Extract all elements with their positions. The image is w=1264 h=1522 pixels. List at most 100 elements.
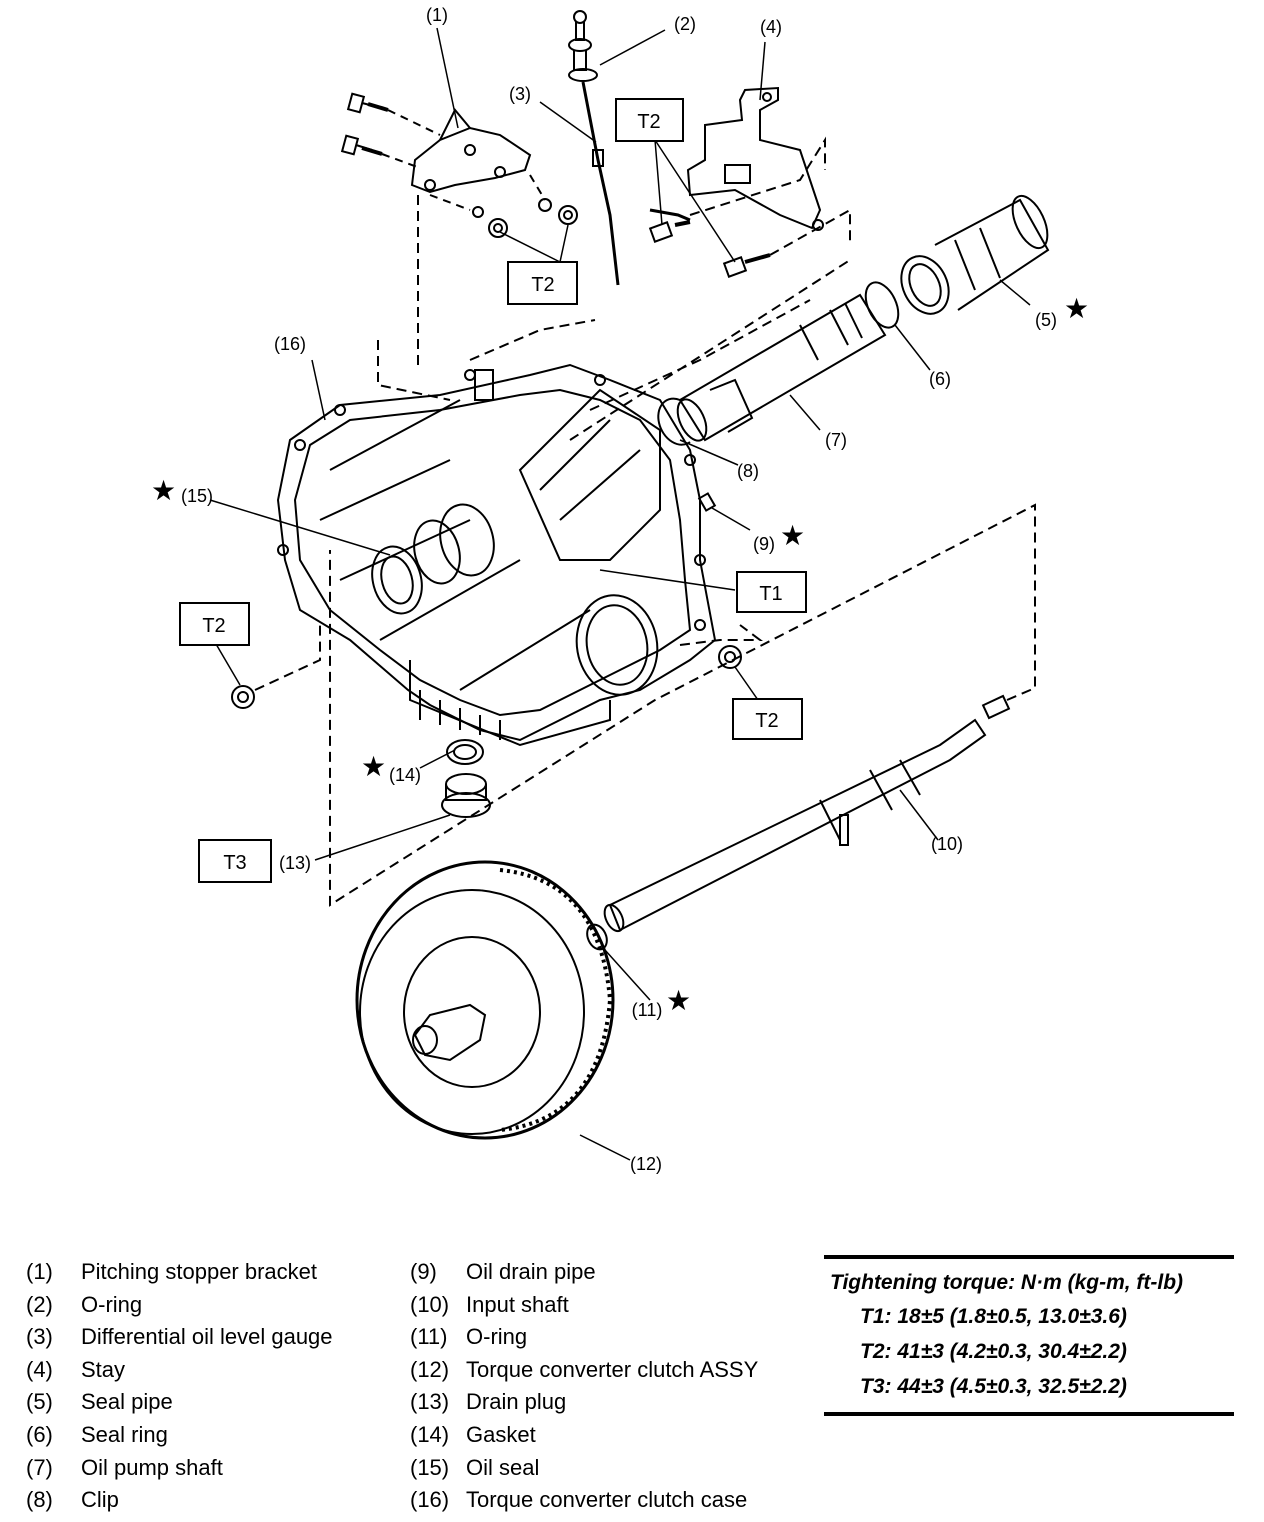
callout-1: (1) — [426, 5, 448, 25]
legend-item-number: (1) — [26, 1259, 53, 1284]
callout-2: (2) — [674, 14, 696, 34]
legend-item: (8) Clip — [26, 1484, 333, 1517]
star-markers: ★ ★ ★ ★ ★ — [151, 292, 1089, 1017]
legend-item-number: (16) — [410, 1487, 450, 1513]
legend-item-number: (3) — [26, 1324, 53, 1350]
divider — [824, 1412, 1234, 1416]
legend-item: (16) Torque converter clutch case — [410, 1484, 758, 1517]
parts-legend-left: (1) Pitching stopper bracket (2) O-ring (3) D… — [26, 1256, 333, 1517]
legend-item-number: (6) — [26, 1421, 53, 1447]
legend-item: (3) Differential oil level gauge — [26, 1321, 333, 1354]
nut-t2-left — [231, 620, 321, 709]
legend-item-number: (13) — [410, 1389, 450, 1415]
callout-14: (14) — [389, 765, 421, 785]
legend-item-number: (9) — [410, 1259, 437, 1284]
seal-pipe — [900, 194, 1050, 315]
callout-3: (3) — [509, 84, 531, 104]
svg-text:T3: T3 — [223, 852, 246, 874]
legend-item-name: Drain plug — [466, 1389, 567, 1415]
star-icon: ★ — [361, 750, 386, 783]
legend-item-name: Oil drain pipe — [466, 1259, 596, 1284]
callout-labels: (1) (2) (3) (4) (5) (6) (7) (8) (9) (10)… — [181, 5, 1057, 1174]
legend-item-name: Clip — [81, 1487, 119, 1513]
callout-10: (10) — [931, 834, 963, 854]
legend-item: (6) Seal ring — [26, 1419, 333, 1452]
legend-item: (15) Oil seal — [410, 1452, 758, 1485]
oil-level-gauge — [568, 10, 620, 286]
tightening-torque-table: Tightening torque: N·m (kg-m, ft-lb) T1:… — [824, 1255, 1234, 1416]
nut-t2-right — [679, 624, 763, 669]
legend-item-number: (4) — [26, 1356, 53, 1382]
torque-spec-t2: T2: 41±3 (4.2±0.3, 30.4±2.2) — [860, 1340, 1127, 1363]
legend-item: (12) Torque converter clutch ASSY — [410, 1354, 758, 1387]
legend-item-name: Torque converter clutch case — [466, 1487, 748, 1513]
torque-box-t2-right: T2 — [732, 698, 803, 740]
callout-13: (13) — [279, 853, 311, 873]
svg-text:T1: T1 — [759, 583, 782, 605]
oil-seal — [371, 503, 659, 696]
callout-9: (9) — [753, 534, 775, 554]
star-icon: ★ — [780, 519, 805, 552]
oil-pump-shaft — [676, 293, 887, 442]
svg-text:T2: T2 — [755, 710, 778, 732]
legend-item-number: (7) — [26, 1454, 53, 1480]
callout-16: (16) — [274, 334, 306, 354]
stay — [648, 86, 851, 278]
legend-item-name: Gasket — [466, 1421, 536, 1447]
legend-item-name: O-ring — [81, 1291, 143, 1317]
o-ring-11 — [586, 923, 608, 951]
svg-text:T2: T2 — [637, 111, 660, 133]
callout-15: (15) — [181, 486, 213, 506]
callout-8: (8) — [737, 461, 759, 481]
drain-plug — [441, 773, 491, 818]
parts-legend-right: (9) Oil drain pipe (10) Input shaft (11)O-ri… — [410, 1256, 758, 1517]
legend-item: (4) Stay — [26, 1354, 333, 1387]
legend-item-number: (8) — [26, 1487, 53, 1513]
torque-title: Tightening torque: N·m (kg-m, ft-lb) — [830, 1271, 1184, 1294]
clip — [657, 397, 691, 446]
torque-spec-t1: T1: 18±5 (1.8±0.5, 13.0±3.6) — [860, 1305, 1127, 1328]
legend-item-number: (12) — [410, 1356, 450, 1382]
divider — [824, 1255, 1234, 1259]
star-icon: ★ — [151, 474, 176, 507]
torque-converter-clutch-case — [276, 259, 851, 747]
leader-lines — [209, 27, 1031, 1161]
torque-box-t2-left: T2 — [179, 602, 250, 646]
legend-item-name: Oil pump shaft — [81, 1454, 223, 1480]
legend-item-name: Stay — [81, 1356, 126, 1382]
legend-item-number: (15) — [410, 1454, 450, 1480]
input-shaft — [329, 503, 1036, 933]
legend-item: (5)Seal pipe — [26, 1386, 333, 1419]
legend-item: (11)O-ring — [410, 1321, 758, 1354]
legend-item-name: Seal ring — [81, 1421, 168, 1447]
legend-item-name: Oil seal — [466, 1454, 540, 1480]
torque-box-t2-bracket: T2 — [615, 98, 684, 142]
legend-item: (13) Drain plug — [410, 1386, 758, 1419]
torque-box-t3: T3 — [198, 839, 272, 883]
legend-item-name: Input shaft — [466, 1291, 569, 1317]
star-icon: ★ — [1064, 292, 1089, 325]
callout-6: (6) — [929, 369, 951, 389]
legend-item: (14) Gasket — [410, 1419, 758, 1452]
torque-spec-t3: T3: 44±3 (4.5±0.3, 32.5±2.2) — [860, 1375, 1127, 1398]
legend-item: (9) Oil drain pipe — [410, 1256, 758, 1289]
gasket — [446, 739, 484, 765]
legend-item-name: Differential oil level gauge — [81, 1324, 333, 1350]
callout-12: (12) — [630, 1154, 662, 1174]
legend-item-number: (5) — [26, 1389, 53, 1415]
star-icon: ★ — [666, 984, 691, 1017]
legend-item: (10) Input shaft — [410, 1289, 758, 1322]
legend-item: (2) O-ring — [26, 1289, 333, 1322]
legend-item-name: Pitching stopper bracket — [81, 1259, 318, 1284]
legend-item-number: (10) — [410, 1291, 450, 1317]
torque-box-t2-top: T2 — [507, 261, 578, 305]
svg-text:T2: T2 — [531, 274, 554, 296]
callout-7: (7) — [825, 430, 847, 450]
pitching-stopper-bracket — [340, 92, 578, 370]
legend-item: (1) Pitching stopper bracket — [26, 1256, 333, 1289]
legend-item-number: (14) — [410, 1421, 450, 1447]
legend-item-name: Torque converter clutch ASSY — [466, 1356, 759, 1382]
legend-item-number: (2) — [26, 1291, 53, 1317]
svg-text:T2: T2 — [202, 615, 225, 637]
callout-4: (4) — [760, 17, 782, 37]
